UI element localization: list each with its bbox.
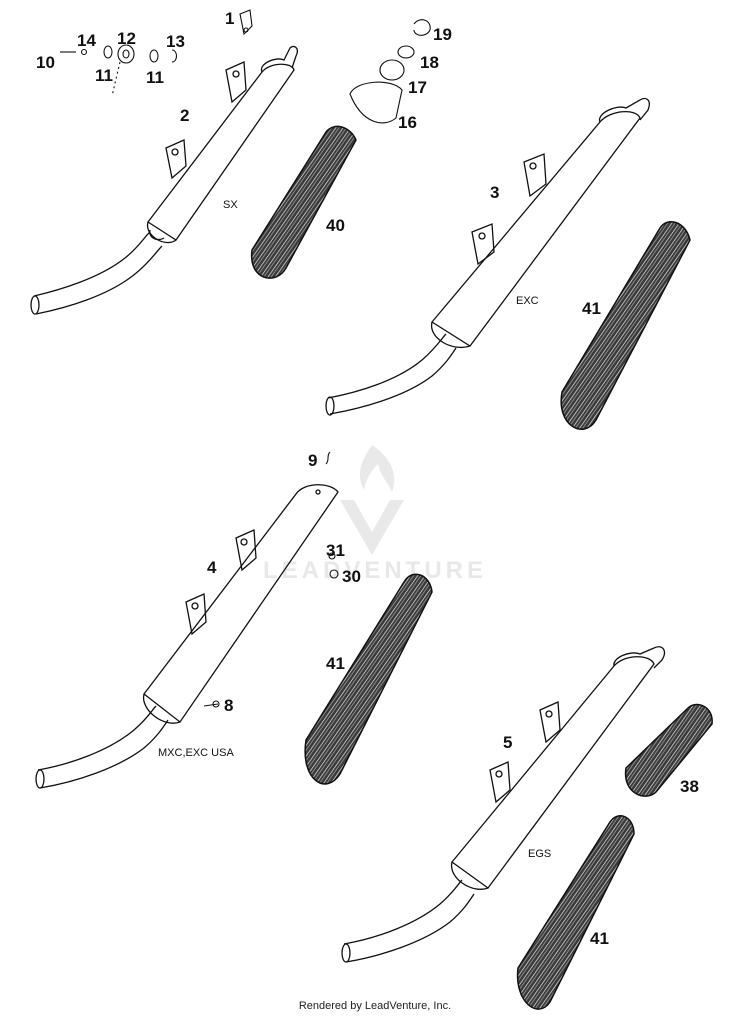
callout-5: 5 (503, 733, 512, 752)
shield-38 (624, 703, 713, 797)
clamp-1 (239, 9, 253, 36)
model-label-egs: EGS (528, 848, 551, 860)
callout-4: 4 (207, 558, 217, 577)
callout-10: 10 (36, 53, 55, 72)
shield-41-mxc (304, 573, 433, 785)
model-label-mxc: MXC,EXC USA (158, 747, 234, 759)
callout-13: 13 (166, 32, 185, 51)
callout-11-right: 11 (146, 68, 164, 87)
footer-credit: Rendered by LeadVenture, Inc. (298, 1000, 452, 1012)
shield-41-exc (560, 221, 691, 430)
muffler-egs (341, 646, 666, 963)
callout-41-exc: 41 (582, 299, 601, 318)
callout-16: 16 (398, 113, 417, 132)
watermark-logo: LEADVENTURE (263, 445, 487, 584)
callout-3: 3 (490, 183, 499, 202)
callout-30: 30 (342, 567, 361, 586)
callout-31: 31 (326, 541, 345, 560)
callout-40: 40 (326, 216, 345, 235)
hardware-cluster-top-left (60, 44, 178, 97)
small-fasteners (203, 451, 339, 708)
model-label-sx: SX (223, 199, 238, 211)
watermark-text: LEADVENTURE (263, 557, 487, 584)
muffler-sx (30, 45, 298, 315)
callout-38: 38 (680, 777, 699, 796)
callout-9: 9 (308, 451, 317, 470)
shield-41-egs (516, 815, 635, 1010)
callout-18: 18 (420, 53, 439, 72)
muffler-exc (325, 97, 650, 416)
end-cap-parts (349, 19, 431, 124)
callout-41-egs: 41 (590, 929, 609, 948)
callout-2: 2 (180, 106, 189, 125)
callout-19: 19 (433, 25, 452, 44)
shield-40 (251, 125, 357, 279)
callout-41-mxc: 41 (326, 654, 345, 673)
callout-12: 12 (117, 29, 136, 48)
callout-14: 14 (77, 31, 96, 50)
model-label-exc: EXC (516, 295, 539, 307)
muffler-mxc-exc-usa (35, 484, 339, 789)
callout-1: 1 (225, 9, 234, 28)
callout-17: 17 (408, 78, 427, 97)
callout-labels: 1 2 3 4 5 8 9 10 11 11 12 13 14 16 17 18… (36, 9, 699, 948)
callout-8: 8 (224, 696, 233, 715)
callout-11-left: 11 (95, 66, 113, 85)
